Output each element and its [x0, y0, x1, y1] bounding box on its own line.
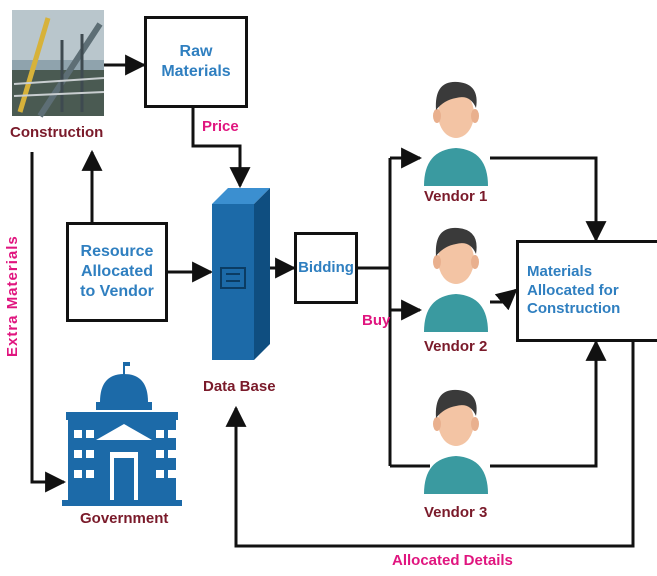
resource-allocated-box: Resource Allocated to Vendor: [66, 222, 168, 322]
allocated-details-label: Allocated Details: [392, 552, 513, 569]
vendor1-person-icon: [424, 81, 488, 186]
construction-photo: [12, 10, 105, 118]
extra-materials-label: Extra Materials: [4, 235, 21, 357]
vendor3-person-icon: [424, 389, 488, 494]
edge-rawmaterials-database: [191, 108, 251, 189]
vendor2-person-icon: [424, 227, 488, 332]
edge-vendor2-materials: [490, 288, 518, 311]
construction-label: Construction: [10, 124, 104, 141]
edge-construction-government: [30, 152, 67, 493]
buy-label: Buy: [362, 312, 391, 329]
vendor3-label: Vendor 3: [424, 504, 488, 521]
government-label: Government: [80, 510, 169, 527]
edge-materials-database: [225, 342, 635, 548]
database-label: Data Base: [203, 378, 276, 395]
edge-vendor3-materials: [490, 339, 607, 468]
vendor1-label: Vendor 1: [424, 188, 488, 205]
raw-materials-box: Raw Materials: [144, 16, 248, 108]
price-label: Price: [202, 118, 239, 135]
bidding-box: Bidding: [294, 232, 358, 304]
government-building-icon: [62, 362, 182, 506]
vendor2-label: Vendor 2: [424, 338, 488, 355]
materials-allocated-box: Materials Allocated for Construction: [516, 240, 657, 342]
edge-vendor1-materials: [490, 156, 607, 243]
server-icon: [212, 188, 270, 360]
